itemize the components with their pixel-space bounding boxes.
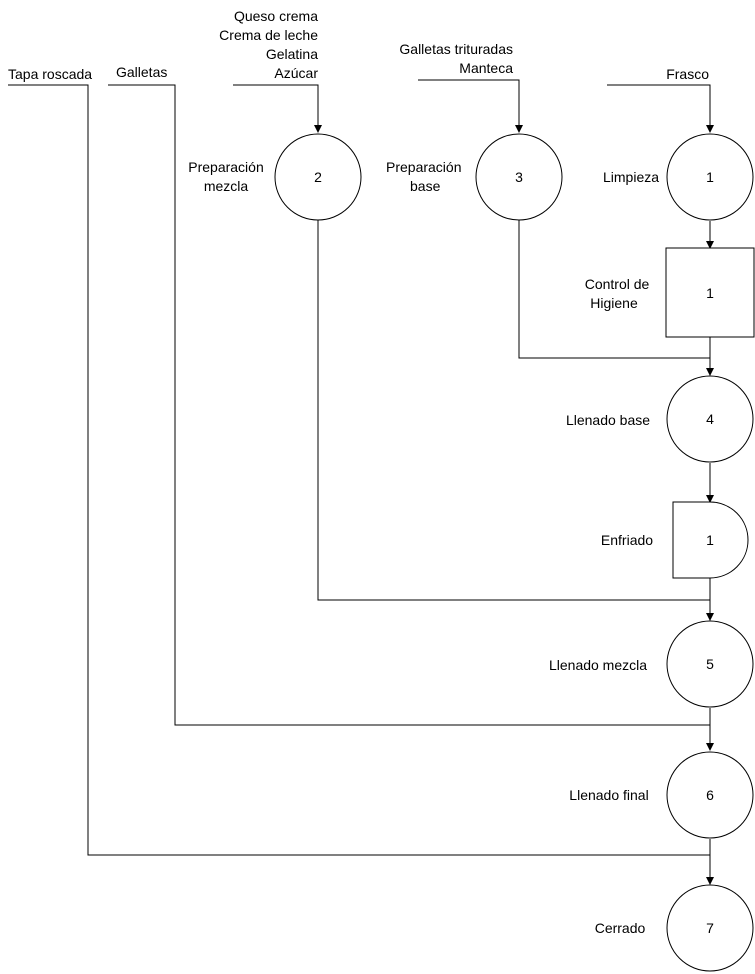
delay-1-shape <box>672 501 749 579</box>
operation-6-circle <box>666 751 754 839</box>
operation-7-circle <box>666 884 754 972</box>
operation-2-circle <box>274 133 362 221</box>
input-galletas: Galletas <box>116 64 167 80</box>
prep-base-output-connector <box>518 220 710 359</box>
prep-mezcla-output-connector <box>317 220 710 601</box>
input-azucar: Azúcar <box>274 65 318 81</box>
input-tapa-roscada: Tapa roscada <box>8 66 92 82</box>
input-queso-crema: Queso crema <box>234 8 318 24</box>
operation-7-label: Cerrado <box>595 920 646 936</box>
input-crema-de-leche: Crema de leche <box>219 27 318 43</box>
operation-1-number: 1 <box>706 169 714 185</box>
operation-1-label: Limpieza <box>603 169 659 185</box>
operation-3-number: 3 <box>515 169 523 185</box>
input-gelatina: Gelatina <box>266 46 318 62</box>
operation-6-label: Llenado final <box>569 787 648 803</box>
input-galletas-trituradas: Galletas trituradas <box>399 41 513 57</box>
operation-5-number: 5 <box>706 656 714 672</box>
operation-4-circle <box>666 375 754 463</box>
operation-3-label-line2: base <box>410 178 441 194</box>
operation-5-label: Llenado mezcla <box>549 657 647 673</box>
operation-3-circle <box>475 133 563 221</box>
operation-5-circle <box>666 620 754 708</box>
frasco-input-connector <box>607 84 714 133</box>
mezcla-input-connector <box>233 84 322 133</box>
inspection-1-label-line1: Control de <box>585 276 650 292</box>
delay-1-number: 1 <box>706 532 714 548</box>
operation-6-number: 6 <box>706 787 714 803</box>
base-input-connector <box>418 79 523 133</box>
inspection-1-label-line2: Higiene <box>590 295 638 311</box>
operation-3-label-line1: Preparación <box>386 159 462 175</box>
operation-4-label: Llenado base <box>566 412 650 428</box>
operation-4-number: 4 <box>706 411 714 427</box>
operation-7-number: 7 <box>706 920 714 936</box>
inspection-1-square <box>665 247 755 338</box>
galletas-connector <box>108 84 710 726</box>
operation-2-label-line2: mezcla <box>204 178 249 194</box>
input-manteca: Manteca <box>459 60 513 76</box>
delay-1-label: Enfriado <box>601 532 653 548</box>
tapa-roscada-connector <box>8 84 710 856</box>
operation-2-number: 2 <box>314 169 322 185</box>
operation-2-label-line1: Preparación <box>188 159 264 175</box>
inspection-1-number: 1 <box>706 285 714 301</box>
input-frasco: Frasco <box>666 66 709 82</box>
operation-1-circle <box>666 133 754 221</box>
